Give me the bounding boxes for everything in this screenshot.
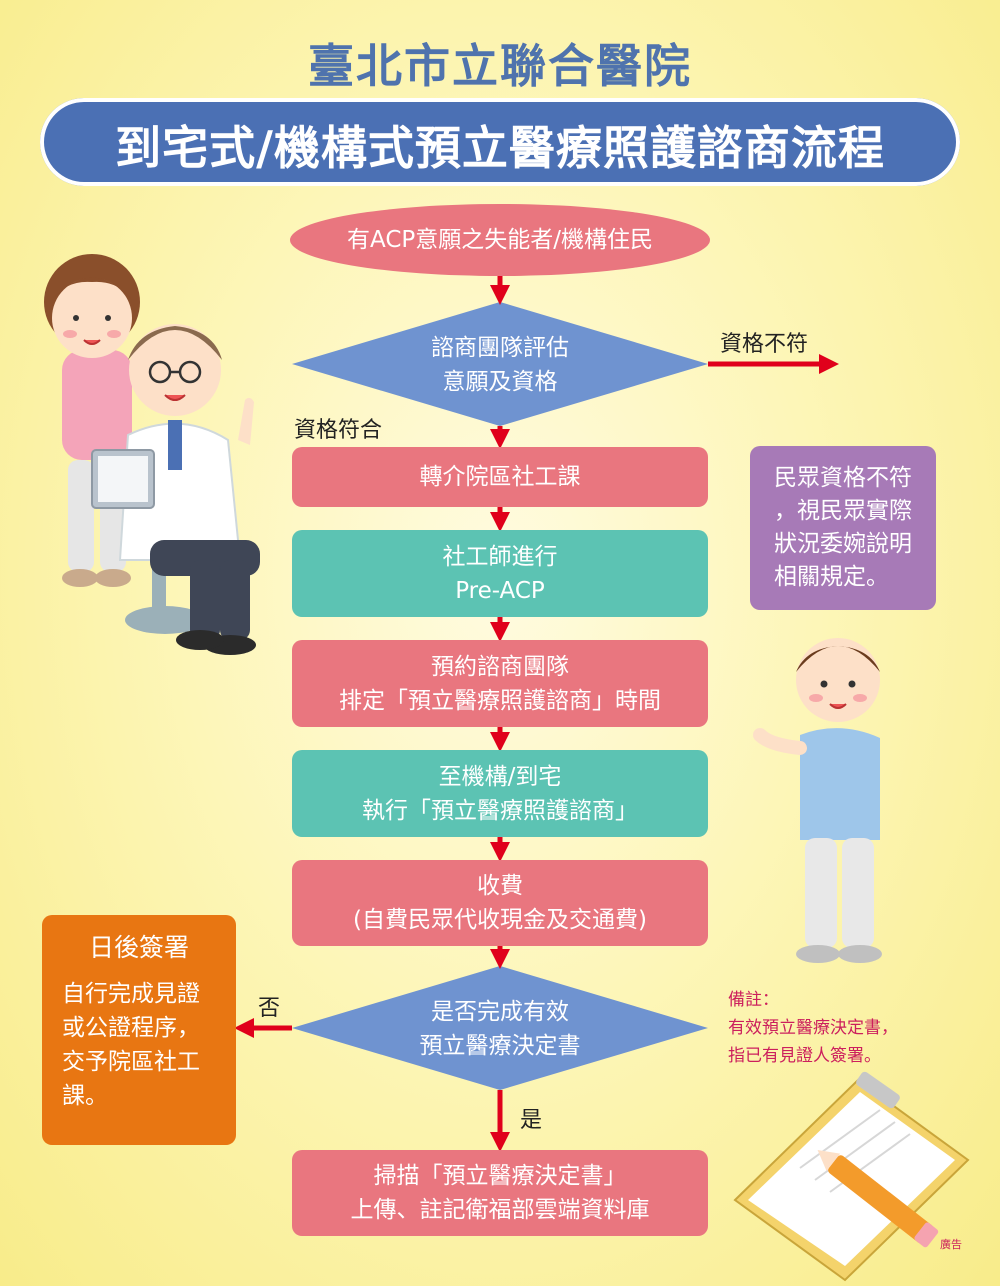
- fee-step: 收費 (自費民眾代收現金及交通費): [292, 860, 708, 946]
- clipboard-illustration: [733, 1071, 970, 1282]
- title-banner: [40, 98, 960, 186]
- ineligible-box: 民眾資格不符 ，視民眾實際 狀況委婉說明 相關規定。: [750, 446, 936, 610]
- ad-mark: 廣告: [940, 1238, 962, 1251]
- start-node-label: 有ACP意願之失能者/機構住民: [290, 204, 710, 276]
- social-worker-step: 社工師進行 Pre-ACP: [292, 530, 708, 617]
- fee-line1: 收費: [477, 873, 523, 899]
- yes-label: 是: [520, 1108, 543, 1133]
- schedule-line1: 預約諮商團隊: [431, 653, 569, 680]
- later-sign-box: 日後簽署 自行完成見證 或公證程序， 交予院區社工 課。: [42, 915, 236, 1145]
- remark-line2: 指已有見證人簽署。: [728, 1046, 881, 1066]
- nurse-illustration: [44, 254, 140, 587]
- social-worker-line2: Pre-ACP: [455, 577, 545, 604]
- schedule-step: 預約諮商團隊 排定「預立醫療照護諮商」時間: [292, 640, 708, 727]
- later-sign-title: 日後簽署: [88, 933, 189, 962]
- hospital-name: 臺北市立聯合醫院: [308, 39, 692, 93]
- upload-step: 掃描「預立醫療決定書」 上傳、註記衛福部雲端資料庫: [292, 1150, 708, 1236]
- upload-line1: 掃描「預立醫療決定書」: [373, 1163, 627, 1189]
- ineligible-label: 資格不符: [720, 332, 809, 357]
- start-text: 有ACP意願之失能者/機構住民: [346, 227, 653, 253]
- decision-eligibility: [292, 302, 708, 426]
- later-sign-body: 自行完成見證 或公證程序， 交予院區社工 課。: [62, 981, 200, 1109]
- decision-valid-document: [292, 966, 708, 1090]
- start-node: [290, 204, 710, 276]
- decision1-line1: 諮商團隊評估: [431, 335, 569, 361]
- fee-line2: (自費民眾代收現金及交通費): [353, 907, 647, 933]
- execute-line1: 至機構/到宅: [438, 763, 562, 790]
- decision2-label: 是否完成有效 預立醫療決定書: [330, 994, 670, 1064]
- decision1-line2: 意願及資格: [442, 369, 558, 395]
- social-worker-line1: 社工師進行: [442, 543, 558, 570]
- execute-line2: 執行「預立醫療照護諮商」: [362, 797, 638, 824]
- decision2-line1: 是否完成有效: [431, 999, 569, 1025]
- remark: 備註： 有效預立醫療決定書， 指已有見證人簽署。: [728, 986, 898, 1070]
- schedule-line2: 排定「預立醫療照護諮商」時間: [339, 687, 661, 714]
- doctor-illustration: [91, 324, 260, 655]
- page-title: 到宅式/機構式預立醫療照護諮商流程: [115, 121, 885, 175]
- execute-step: 至機構/到宅 執行「預立醫療照護諮商」: [292, 750, 708, 837]
- male-nurse-illustration: [753, 638, 882, 963]
- remark-line1: 有效預立醫療決定書，: [728, 1018, 898, 1038]
- decision2-line2: 預立醫療決定書: [419, 1033, 581, 1059]
- remark-label: 備註：: [728, 990, 779, 1010]
- referral-step: 轉介院區社工課: [292, 447, 708, 507]
- no-label: 否: [258, 996, 281, 1021]
- upload-line2: 上傳、註記衛福部雲端資料庫: [350, 1197, 650, 1223]
- ineligible-text: 民眾資格不符 ，視民眾實際 狀況委婉說明 相關規定。: [774, 465, 912, 590]
- referral-text: 轉介院區社工課: [419, 464, 581, 490]
- decision1-label: 諮商團隊評估 意願及資格: [330, 330, 670, 400]
- eligible-label: 資格符合: [294, 418, 383, 443]
